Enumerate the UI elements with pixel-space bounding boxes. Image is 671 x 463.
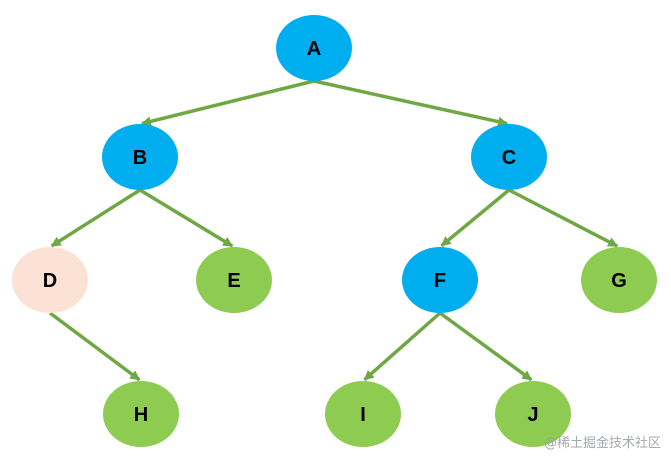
edge-c-g [508,188,619,248]
edges [48,79,619,382]
node-a-shape [276,15,352,81]
node-i-label: I [360,404,366,426]
edge-d-h [48,311,141,382]
node-c: C [471,124,547,190]
node-g-label: G [611,270,627,292]
node-e: E [196,247,272,313]
node-a: A [276,15,352,81]
node-h-shape [103,381,179,447]
edge-a-b [140,79,315,127]
node-i-shape [325,381,401,447]
node-e-shape [196,247,272,313]
node-b-shape [102,124,178,190]
nodes: A B C D E F G H I J [12,15,657,447]
edge-f-i [363,311,442,381]
node-c-shape [471,124,547,190]
node-a-label: A [307,38,321,60]
edge-b-e [139,188,234,248]
node-g-shape [581,247,657,313]
node-d: D [12,247,88,313]
watermark-text: @稀土掘金技术社区 [543,436,661,451]
node-j-label: J [527,404,538,426]
node-e-label: E [227,270,240,292]
node-j: J [495,381,571,447]
node-h: H [103,381,179,447]
edge-f-j [438,311,533,382]
node-f: F [402,247,478,313]
node-g: G [581,247,657,313]
node-c-label: C [502,147,516,169]
node-b-label: B [133,147,147,169]
edge-c-f [440,188,511,248]
node-b: B [102,124,178,190]
node-f-label: F [434,270,446,292]
edge-a-c [313,79,509,127]
node-d-label: D [43,270,57,292]
node-d-shape [12,247,88,313]
node-h-label: H [134,404,148,426]
node-f-shape [402,247,478,313]
edge-b-d [50,188,141,248]
node-j-shape [495,381,571,447]
node-i: I [325,381,401,447]
